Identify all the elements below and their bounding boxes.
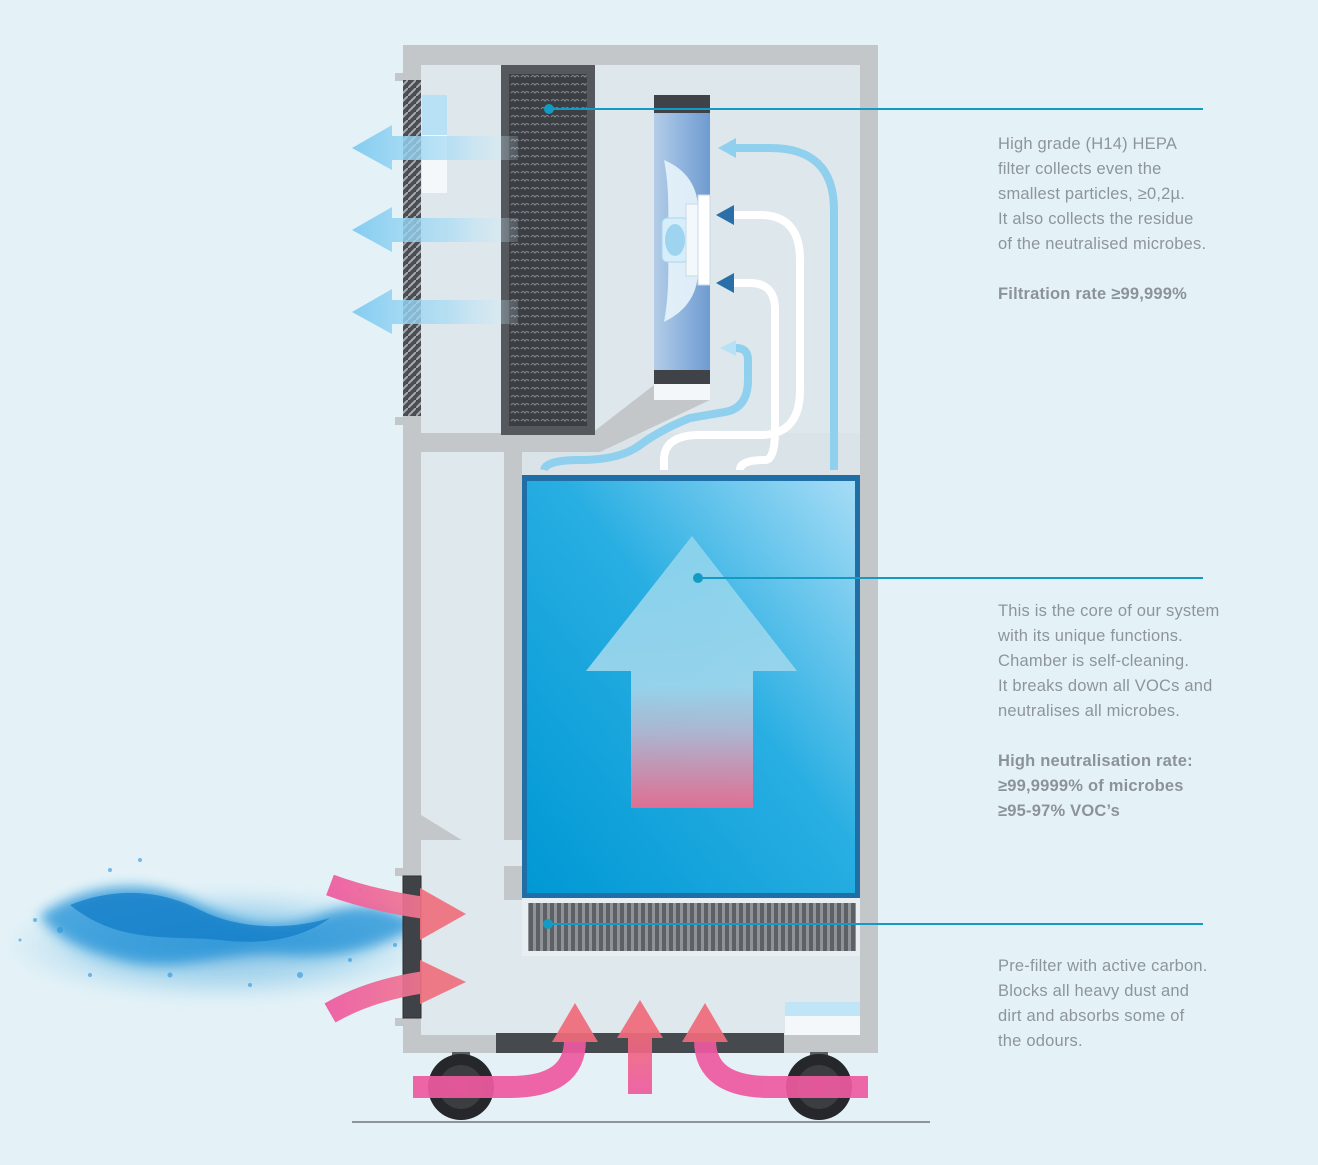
lower-left-channel xyxy=(421,452,504,866)
inflow-arrow-side xyxy=(324,960,466,1023)
callout-hepa-line: smallest particles, ≥0,2µ. xyxy=(998,185,1185,203)
outflow-arrows xyxy=(352,125,518,334)
callout-chamber-highlight: High neutralisation rate: xyxy=(998,752,1193,770)
callout-chamber-line: neutralises all microbes. xyxy=(998,702,1180,720)
pre-filter xyxy=(522,898,860,956)
inflow-arrow-side xyxy=(326,874,466,940)
callout-hepa-line: High grade (H14) HEPA xyxy=(998,135,1178,153)
callout-dot-chamber xyxy=(693,573,703,583)
callout-hepa-line: It also collects the residue xyxy=(998,210,1194,228)
outlet-grille xyxy=(403,80,421,416)
neutralisation-chamber xyxy=(522,475,860,898)
callout-chamber-highlight: ≥99,9999% of microbes xyxy=(998,777,1184,795)
callout-hepa-line: of the neutralised microbes. xyxy=(998,235,1207,253)
callout-dot-hepa xyxy=(544,104,554,114)
callout-hepa-highlight: Filtration rate ≥99,999% xyxy=(998,285,1188,303)
outflow-arrow xyxy=(352,289,518,334)
callout-chamber-line: This is the core of our system xyxy=(998,602,1220,620)
callout-lines xyxy=(543,104,1203,929)
callout-hepa-line: filter collects even the xyxy=(998,160,1162,178)
callout-chamber: This is the core of our system with its … xyxy=(998,599,1298,824)
inflow-arrow-bottom-right xyxy=(682,1003,868,1098)
outflow-arrow xyxy=(352,125,518,170)
callout-dot-prefilter xyxy=(543,919,553,929)
callout-chamber-line: Chamber is self-cleaning. xyxy=(998,652,1190,670)
hepa-filter xyxy=(501,65,595,435)
fan-unit xyxy=(654,95,711,400)
callout-prefilter-line: the odours. xyxy=(998,1032,1083,1050)
callout-prefilter-line: dirt and absorbs some of xyxy=(998,1007,1185,1025)
chamber-airflow-arrow xyxy=(586,536,797,808)
inflow-arrow-bottom-center xyxy=(617,1000,663,1094)
inflow-arrow-bottom-left xyxy=(413,1003,598,1098)
callout-chamber-line: with its unique functions. xyxy=(998,627,1183,645)
callout-prefilter-line: Pre-filter with active carbon. xyxy=(998,957,1208,975)
airflow-return-paths xyxy=(540,138,838,472)
inflow-arrows xyxy=(324,874,868,1098)
callout-prefilter-line: Blocks all heavy dust and xyxy=(998,982,1190,1000)
callout-prefilter: Pre-filter with active carbon. Blocks al… xyxy=(998,954,1298,1054)
callout-chamber-highlight: ≥95-97% VOC’s xyxy=(998,802,1121,820)
upper-compartment xyxy=(421,65,860,433)
dust-cloud xyxy=(0,858,440,1005)
callout-hepa: High grade (H14) HEPA filter collects ev… xyxy=(998,132,1298,307)
fan-icon xyxy=(661,160,711,322)
outflow-arrow xyxy=(352,207,518,252)
callout-chamber-line: It breaks down all VOCs and xyxy=(998,677,1213,695)
